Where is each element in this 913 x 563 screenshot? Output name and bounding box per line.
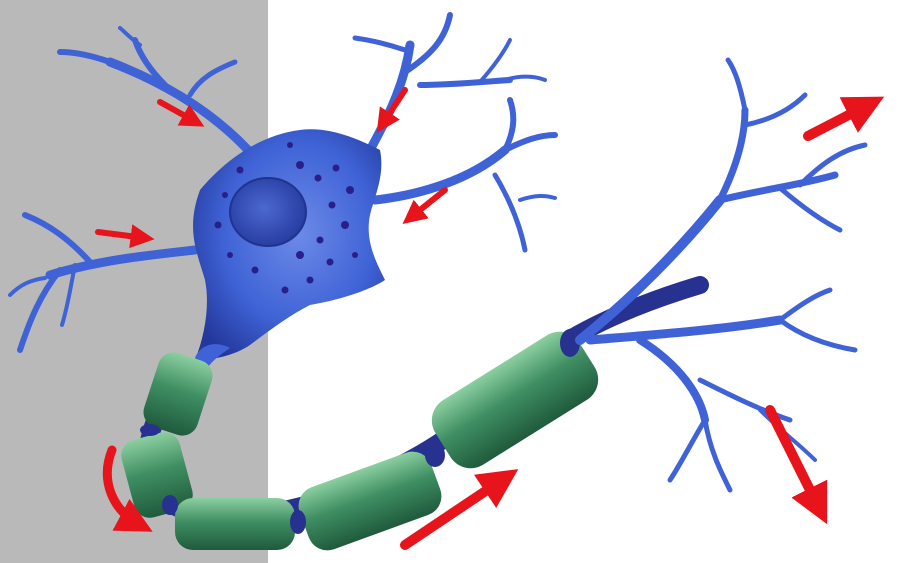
nucleus xyxy=(230,178,306,246)
